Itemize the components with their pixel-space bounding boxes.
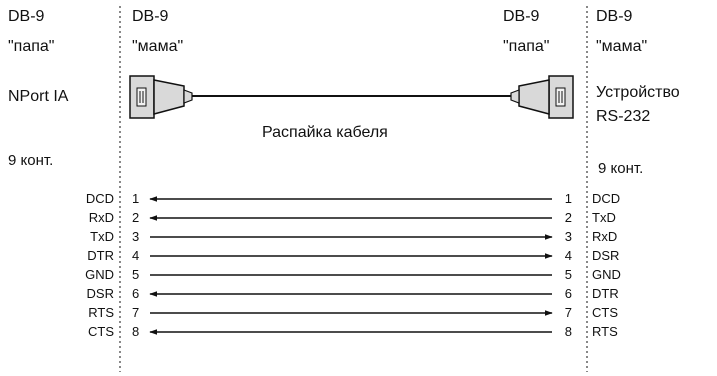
right-pin-number: 3 [564,229,572,244]
right-pin-number: 7 [564,305,572,320]
right-signal-label: RxD [592,229,618,244]
right-outer-type: DB-9 [596,8,633,25]
left-signal-label: DCD [85,191,114,206]
left-pin-number: 5 [132,267,140,282]
left-outer-type: DB-9 [8,8,45,25]
left-outer-gender: "папа" [8,38,55,55]
left-signal-label: TxD [90,229,114,244]
left-signal-label: GND [85,267,114,282]
left-pin-number: 7 [132,305,140,320]
right-inner-type: DB-9 [503,8,540,25]
left-device-label: NPort IA [8,88,69,105]
right-device-line1: Устройство [596,84,680,101]
right-connector-icon [510,75,574,119]
right-inner-gender: "папа" [503,38,550,55]
left-inner-gender: "мама" [132,38,184,55]
right-device-line2: RS-232 [596,108,651,125]
right-pin-number: 4 [564,248,572,263]
right-pin-number: 2 [564,210,572,225]
left-signal-label: CTS [88,324,114,339]
left-signal-label: DTR [87,248,114,263]
left-pin-number: 2 [132,210,140,225]
right-signal-label: DCD [592,191,621,206]
right-signal-label: RTS [592,324,618,339]
cable-label: Распайка кабеля [262,124,388,141]
right-signal-label: CTS [592,305,618,320]
left-pin-number: 4 [132,248,140,263]
right-signal-label: DSR [592,248,620,263]
left-pin-number: 8 [132,324,140,339]
right-pin-number: 5 [564,267,572,282]
right-pin-number: 1 [564,191,572,206]
left-inner-type: DB-9 [132,8,169,25]
left-pin-number: 1 [132,191,140,206]
right-pins-label: 9 конт. [598,160,644,177]
right-pin-number: 6 [564,286,572,301]
right-pin-number: 8 [564,324,572,339]
left-pin-number: 3 [132,229,140,244]
right-signal-label: GND [592,267,621,282]
right-signal-label: DTR [592,286,619,301]
right-signal-label: TxD [592,210,616,225]
left-pins-label: 9 конт. [8,152,54,169]
left-signal-label: RTS [88,305,114,320]
right-outer-gender: "мама" [596,38,648,55]
left-connector-icon [129,75,193,119]
left-pin-number: 6 [132,286,140,301]
left-signal-label: RxD [88,210,114,225]
left-signal-label: DSR [86,286,114,301]
